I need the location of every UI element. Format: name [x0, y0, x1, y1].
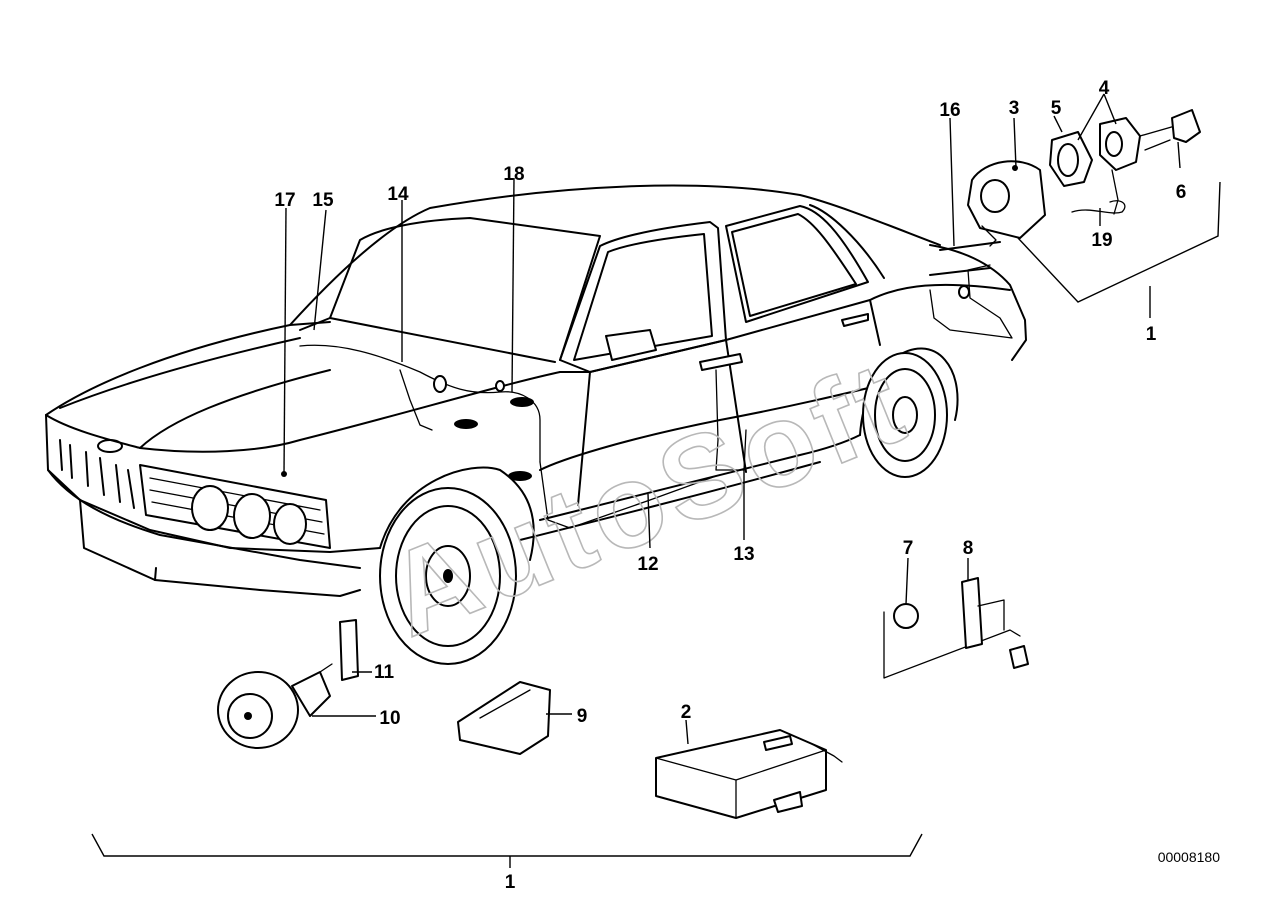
callout-12: 12	[637, 554, 658, 575]
callout-7: 7	[903, 538, 914, 559]
callout-16: 16	[939, 100, 960, 121]
callout-9: 9	[577, 706, 588, 727]
callout-1-bottom: 1	[505, 872, 516, 893]
document-number: 00008180	[1158, 849, 1221, 865]
callout-11: 11	[374, 662, 395, 683]
callout-3: 3	[1009, 98, 1020, 119]
callout-17: 17	[274, 190, 295, 211]
callout-19: 19	[1091, 230, 1112, 251]
callout-10: 10	[379, 708, 400, 729]
callout-8: 8	[963, 538, 974, 559]
callout-13: 13	[733, 544, 754, 565]
leader-lines	[91, 93, 1221, 868]
callout-labels: 17 15 14 18 16 3 5 4 6 19 1 12 13 7 8 11…	[274, 78, 1186, 893]
callout-18: 18	[503, 164, 524, 185]
part-horn-10	[217, 663, 333, 749]
part-bracket-9	[457, 681, 551, 755]
part-control-unit-2	[655, 729, 843, 819]
part-wire-19	[1071, 200, 1126, 214]
callout-5: 5	[1051, 98, 1062, 119]
part-lock-cylinder-4	[1099, 109, 1201, 215]
callout-6: 6	[1176, 182, 1187, 203]
part-switch-7	[883, 603, 1021, 679]
car-illustration	[45, 184, 1027, 665]
callout-4: 4	[1099, 78, 1110, 99]
part-bracket-11	[339, 619, 359, 681]
callout-14: 14	[387, 184, 409, 205]
part-ignition-lock-3	[967, 160, 1046, 247]
callout-2: 2	[681, 702, 692, 723]
part-switch-8	[961, 577, 1029, 669]
callout-1-right: 1	[1146, 324, 1157, 345]
part-bezel-5	[1049, 131, 1093, 187]
callout-15: 15	[312, 190, 334, 211]
